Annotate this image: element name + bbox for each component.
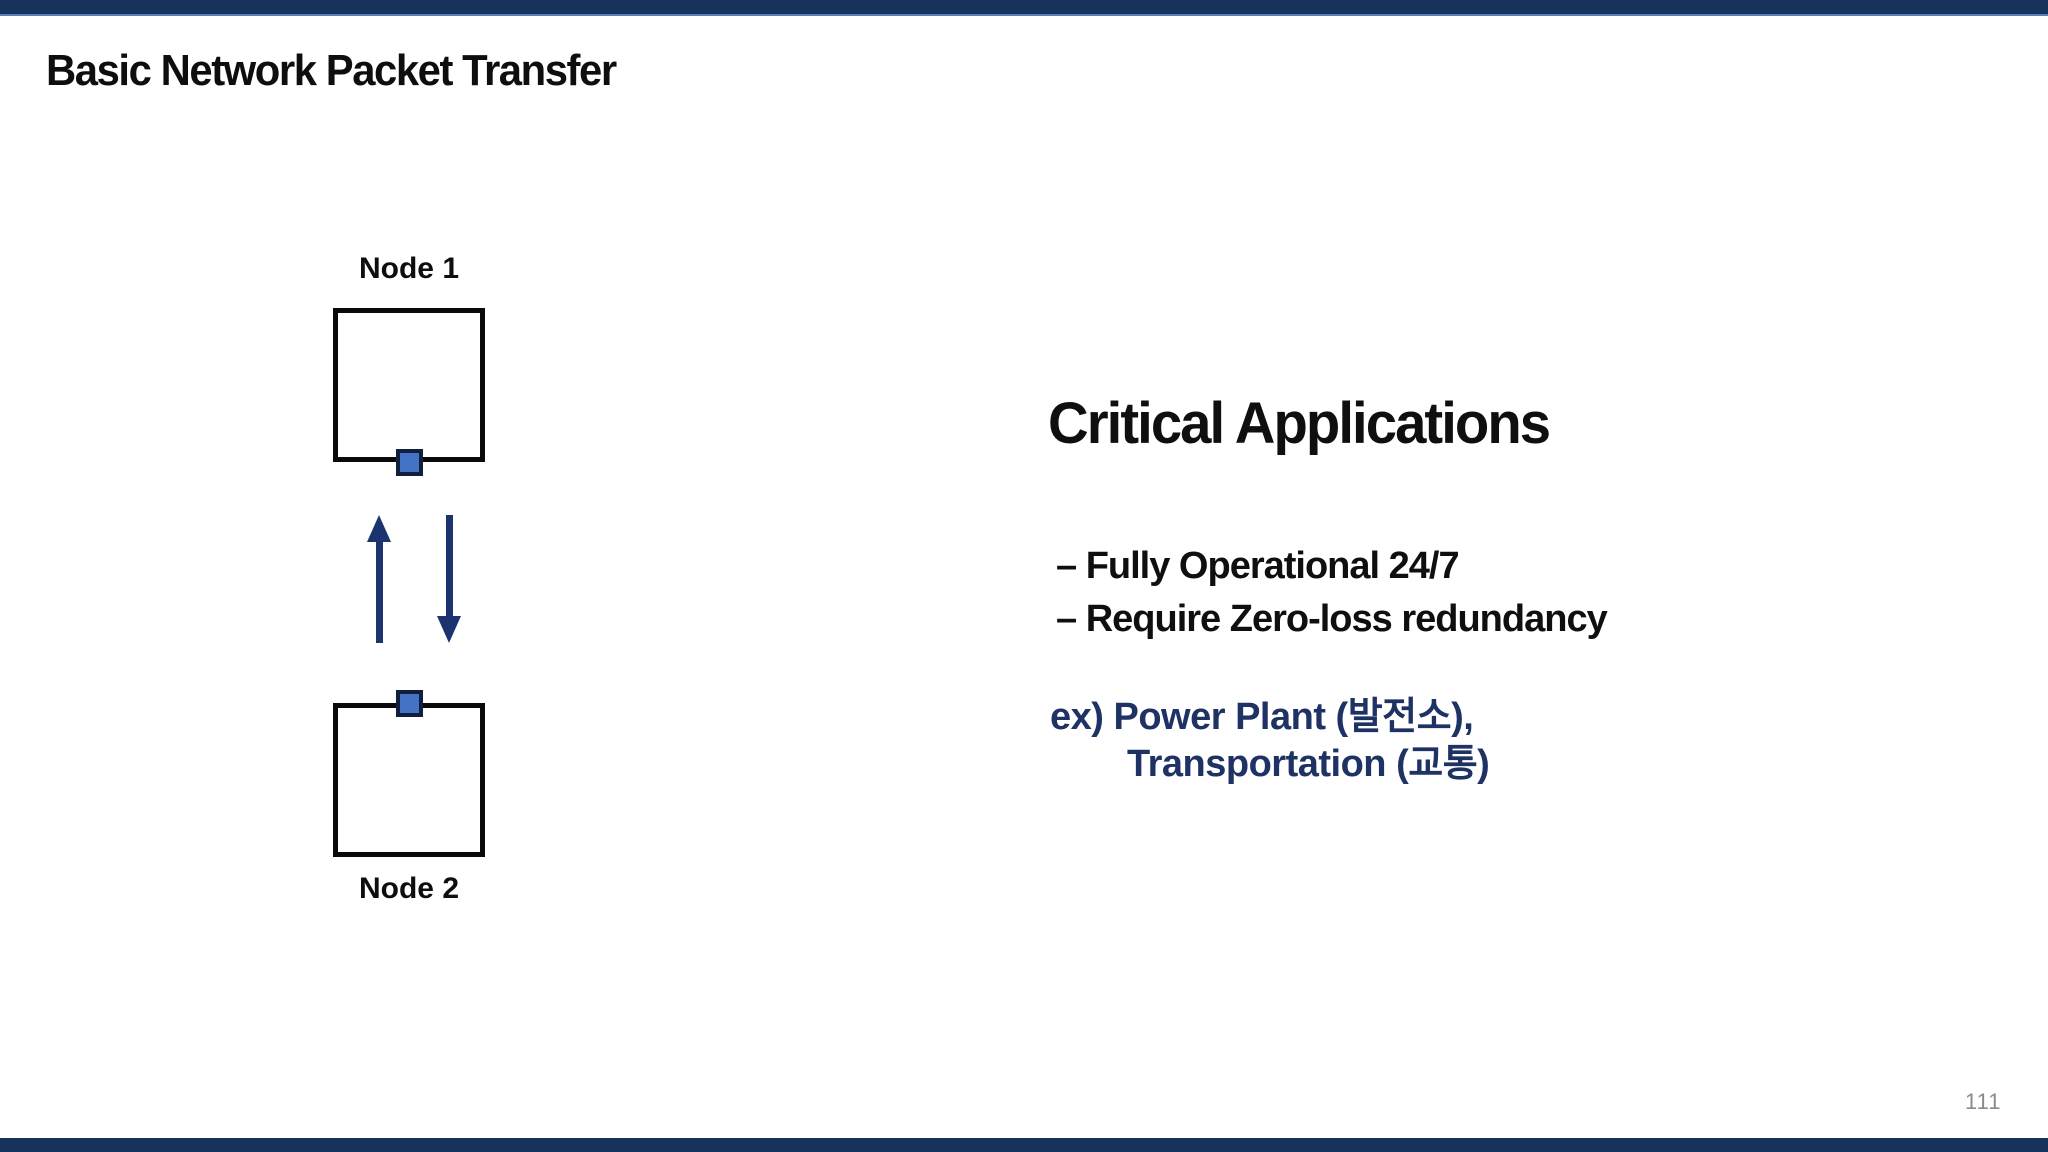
example-line-1: ex) Power Plant (발전소), bbox=[1050, 696, 1474, 738]
top-accent-bar bbox=[0, 0, 2048, 16]
node1-box bbox=[333, 308, 485, 462]
packet-square-icon bbox=[396, 690, 423, 717]
down-arrow-shaft bbox=[445, 515, 453, 616]
node2-box bbox=[333, 703, 485, 857]
example-line-2: Transportation (교통) bbox=[1127, 743, 1490, 785]
up-arrow-shaft bbox=[375, 542, 383, 643]
up-arrowhead bbox=[367, 515, 391, 542]
up-arrow-icon bbox=[367, 515, 391, 643]
bottom-accent-bar bbox=[0, 1138, 2048, 1152]
down-arrowhead bbox=[437, 616, 461, 643]
section-heading: Critical Applications bbox=[1048, 391, 1551, 456]
node1-label: Node 1 bbox=[358, 252, 460, 285]
bullet-list: – Fully Operational 24/7 – Require Zero-… bbox=[1056, 540, 1608, 646]
slide-title: Basic Network Packet Transfer bbox=[46, 46, 617, 95]
example-text: ex) Power Plant (발전소), Transportation (교… bbox=[1050, 694, 1490, 788]
node2-label: Node 2 bbox=[358, 872, 460, 905]
down-arrow-icon bbox=[437, 515, 461, 643]
bullet-item: – Require Zero-loss redundancy bbox=[1056, 598, 1608, 640]
bullet-item: – Fully Operational 24/7 bbox=[1056, 545, 1460, 587]
packet-square-icon bbox=[396, 449, 423, 476]
page-number: 111 bbox=[1965, 1089, 2002, 1114]
